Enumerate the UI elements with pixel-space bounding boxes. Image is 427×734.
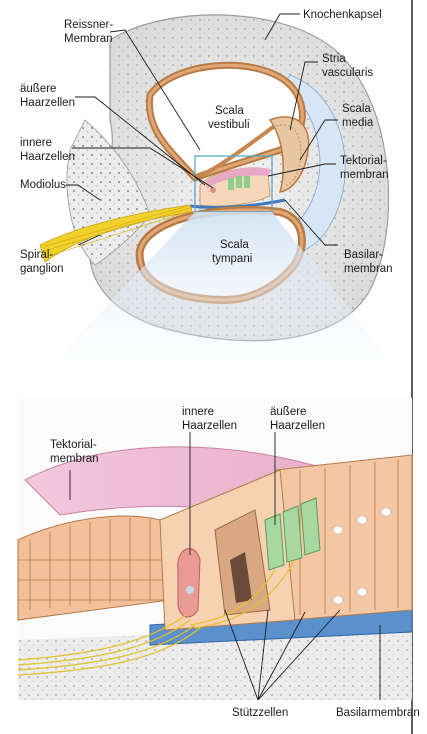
label-modiolus: Modiolus bbox=[20, 179, 66, 191]
inner-hair-cell bbox=[178, 549, 200, 617]
label-knochenkapsel: Knochenkapsel bbox=[303, 9, 382, 21]
label-basilarmembran-bottom: Basilarmembran bbox=[336, 707, 420, 719]
label-reissner-membrane: Reissner-Membran bbox=[64, 19, 113, 45]
label-stuetzzellen: Stützzellen bbox=[232, 707, 288, 719]
